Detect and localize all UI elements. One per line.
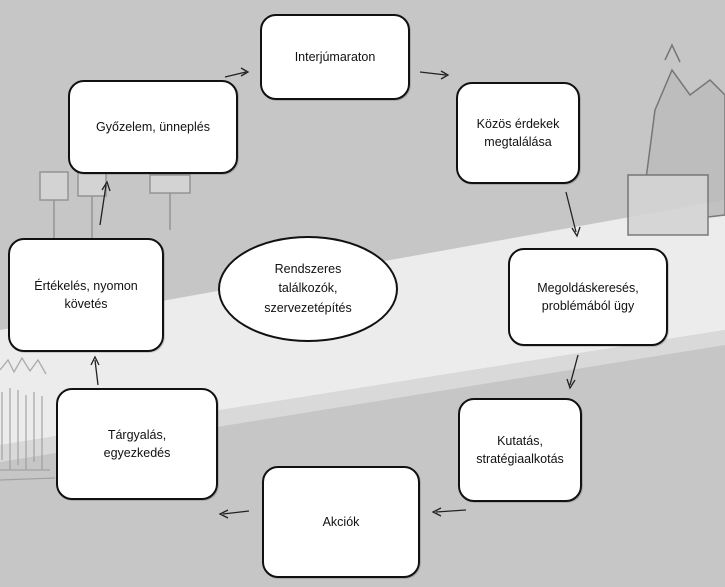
node-megoldaskereses: Megoldáskeresés, problémából ügy: [508, 248, 668, 346]
node-ertekeles: Értékelés, nyomon követés: [8, 238, 164, 352]
cycle-arrows: [90, 67, 581, 519]
node-akciok: Akciók: [262, 466, 420, 578]
node-kutatas: Kutatás, stratégiaalkotás: [458, 398, 582, 502]
node-kozos-erdekek: Közös érdekek megtalálása: [456, 82, 580, 184]
node-interjumaraton: Interjúmaraton: [260, 14, 410, 100]
center-ellipse: Rendszeres találkozók, szervezetépítés: [218, 236, 398, 342]
node-targyalas: Tárgyalás, egyezkedés: [56, 388, 218, 500]
node-gyozelem: Győzelem, ünneplés: [68, 80, 238, 174]
